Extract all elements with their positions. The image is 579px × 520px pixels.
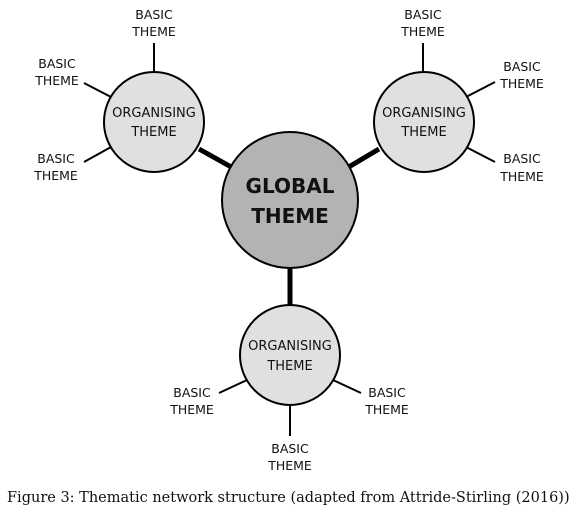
connector-right-to-basic-lower (465, 146, 496, 163)
organising-theme-node-left: ORGANISING THEME (103, 71, 205, 173)
basic-theme-left-lower: BASIC THEME (33, 151, 78, 183)
basic-theme-bottom-left: BASIC THEME (169, 385, 214, 417)
basic-theme-label-line2: THEME (364, 402, 409, 417)
connector-global-to-organising-left (197, 146, 235, 171)
basic-theme-label-line1: BASIC (404, 7, 442, 22)
organising-theme-label-line1: ORGANISING (248, 339, 332, 354)
basic-theme-label-line2: THEME (499, 76, 544, 91)
organising-theme-node-bottom: ORGANISING THEME (239, 304, 341, 406)
basic-theme-label-line1: BASIC (503, 151, 541, 166)
basic-theme-left-upper: BASIC THEME (34, 56, 79, 88)
basic-theme-left-top: BASIC THEME (131, 7, 176, 39)
connector-global-to-organising-right (345, 146, 381, 171)
connector-right-to-basic-upper (465, 81, 496, 98)
global-theme-label-line2: THEME (251, 204, 329, 228)
basic-theme-label-line2: THEME (131, 24, 176, 39)
basic-theme-label-line2: THEME (33, 168, 78, 183)
organising-theme-label-line2: THEME (266, 359, 312, 374)
basic-theme-label-line1: BASIC (271, 441, 309, 456)
basic-theme-label-line1: BASIC (503, 59, 541, 74)
organising-theme-label-line2: THEME (400, 125, 446, 140)
figure-caption: Figure 3: Thematic network structure (ad… (7, 490, 570, 506)
basic-theme-bottom-bottom: BASIC THEME (267, 441, 312, 473)
basic-theme-right-lower: BASIC THEME (499, 151, 544, 184)
basic-theme-right-upper: BASIC THEME (499, 59, 544, 91)
basic-theme-label-line1: BASIC (173, 385, 211, 400)
connector-left-to-basic-lower (83, 146, 112, 163)
global-theme-node: GLOBAL THEME (221, 131, 359, 269)
basic-theme-label-line2: THEME (169, 402, 214, 417)
thematic-network-diagram: GLOBAL THEME ORGANISING THEME ORGANISING… (33, 7, 544, 473)
basic-theme-label-line2: THEME (267, 458, 312, 473)
organising-theme-node-right: ORGANISING THEME (373, 71, 475, 173)
organising-theme-label-line1: ORGANISING (112, 106, 196, 121)
global-theme-label-line1: GLOBAL (246, 174, 335, 198)
basic-theme-label-line2: THEME (499, 169, 544, 184)
basic-theme-label-line1: BASIC (38, 56, 76, 71)
connector-bottom-to-basic-left (218, 379, 248, 394)
connector-left-to-basic-upper (83, 82, 112, 98)
basic-theme-label-line1: BASIC (37, 151, 75, 166)
basic-theme-label-line1: BASIC (368, 385, 406, 400)
basic-theme-label-line1: BASIC (135, 7, 173, 22)
basic-theme-label-line2: THEME (400, 24, 445, 39)
organising-theme-label-line1: ORGANISING (382, 106, 466, 121)
basic-theme-label-line2: THEME (34, 73, 79, 88)
connector-bottom-to-basic-right (332, 379, 362, 394)
basic-theme-bottom-right: BASIC THEME (364, 385, 409, 417)
basic-theme-right-top: BASIC THEME (400, 7, 445, 39)
organising-theme-label-line2: THEME (130, 125, 176, 140)
